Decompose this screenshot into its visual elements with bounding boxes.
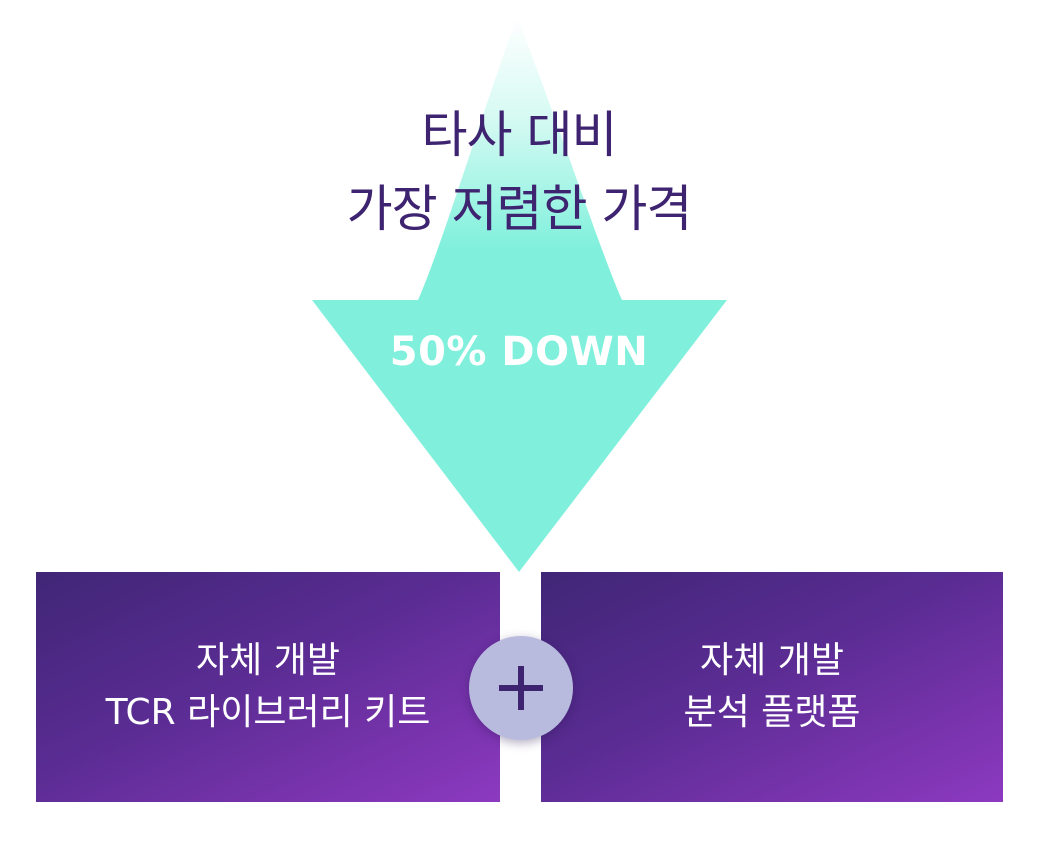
- headline-line-1: 타사 대비: [421, 106, 618, 164]
- plus-badge: [469, 636, 573, 740]
- left-box-line-2: TCR 라이브러리 키트: [105, 692, 431, 733]
- headline-line-2: 가장 저렴한 가격: [346, 180, 693, 238]
- headline: 타사 대비 가장 저렴한 가격: [0, 98, 1038, 246]
- right-box-line-2: 분석 플랫폼: [683, 692, 861, 733]
- discount-label: 50% DOWN: [389, 329, 649, 375]
- down-arrow-shape: [312, 16, 727, 572]
- right-box-line-1: 자체 개발: [700, 640, 844, 681]
- tcr-library-kit-box: 자체 개발 TCR 라이브러리 키트: [36, 572, 500, 802]
- analysis-platform-box: 자체 개발 분석 플랫폼: [541, 572, 1003, 802]
- left-box-line-1: 자체 개발: [196, 640, 340, 681]
